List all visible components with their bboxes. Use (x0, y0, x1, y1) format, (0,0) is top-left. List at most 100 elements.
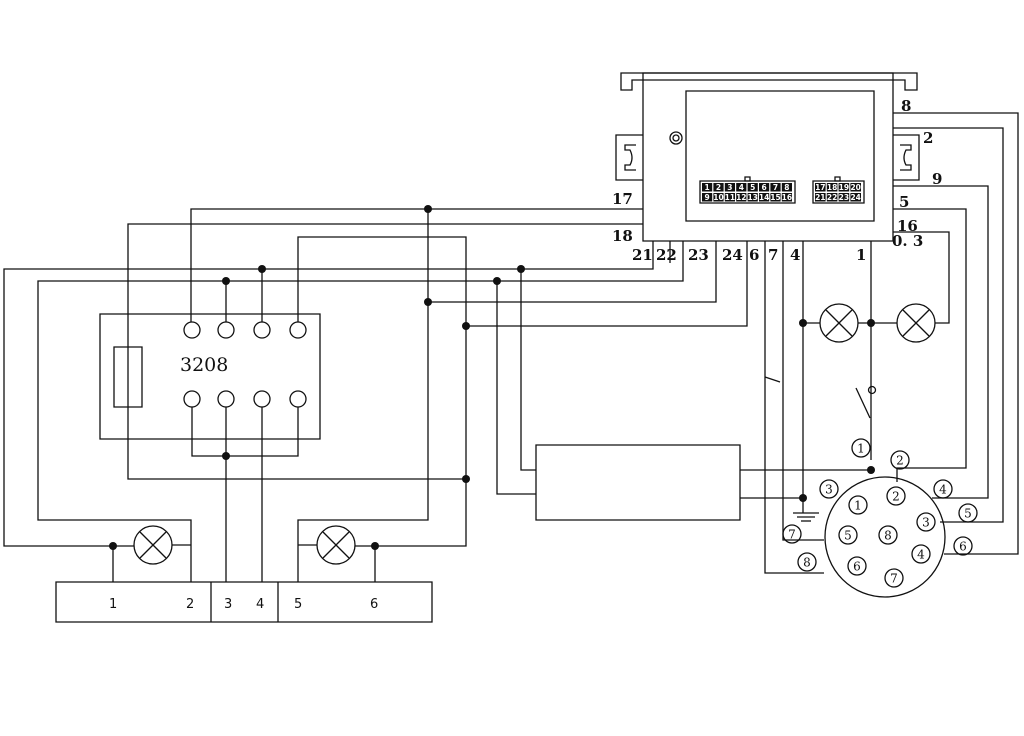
connector-b-cell-17 (815, 183, 826, 192)
connector-b-pin-21: 21 (815, 193, 825, 202)
connector-b-pin-24: 24 (850, 193, 860, 202)
junction-11 (371, 542, 379, 550)
connector-b-cell-18 (826, 183, 838, 192)
ecu-mount-hole-icon (670, 132, 682, 144)
socket-outer-3: 3 (825, 482, 833, 496)
relay-label: 3208 (180, 354, 228, 376)
connector-a-cell-10 (713, 193, 724, 202)
connector-a-pin-5: 5 (750, 183, 755, 192)
junction-15 (799, 494, 807, 502)
socket-outer-1: 1 (857, 441, 865, 455)
ecu-right-bracket (893, 135, 919, 180)
socket-inner-8: 7 (890, 571, 898, 585)
socket-outer-6: 6 (959, 539, 967, 553)
ecu-inner-panel (686, 91, 874, 221)
socket-outer-8: 8 (803, 555, 811, 569)
junction-6 (424, 298, 432, 306)
relay-pin-top-4 (290, 322, 306, 338)
ecu-terminal-1: 1 (856, 246, 866, 264)
terminal-label-5: 5 (294, 597, 302, 612)
connector-a-key (745, 177, 750, 181)
ecu-terminal-6: 6 (749, 246, 759, 264)
switch-lever (856, 388, 870, 418)
connector-a-cell-13 (747, 193, 758, 202)
wire-ecu-17 (191, 209, 643, 322)
junction-10 (109, 542, 117, 550)
socket-outer-4: 4 (939, 482, 947, 496)
wire-relay-bottom-bus (192, 407, 298, 456)
junction-13 (867, 319, 875, 327)
terminal-label-3: 3 (224, 597, 232, 612)
socket-outer-6-ring (954, 537, 972, 555)
socket-outer-1-ring (852, 439, 870, 457)
socket-outer-3-ring (820, 480, 838, 498)
terminal-label-1: 1 (109, 597, 117, 612)
connector-a-cell-4 (736, 183, 747, 192)
socket-outer-2: 2 (896, 453, 904, 467)
ecu-left-clip-icon (625, 145, 636, 170)
connector-a-pin-1: 1 (704, 183, 709, 192)
socket-inner-5: 8 (884, 528, 892, 542)
junction-2 (258, 265, 266, 273)
socket-inner-7: 6 (853, 559, 861, 573)
relay-pin-top-2 (218, 322, 234, 338)
socket-inner-7-ring (848, 557, 866, 575)
socket-inner-2: 2 (892, 489, 900, 503)
connector-a-pin-15: 15 (770, 193, 780, 202)
connector-a-cell-9 (702, 193, 713, 202)
ecu-terminal-7: 7 (768, 246, 778, 264)
ecu-terminal-9: 9 (932, 170, 942, 188)
ecu-terminal-24: 24 (722, 246, 743, 264)
connector-a-cell-7 (770, 183, 781, 192)
wire-ecu-18 (128, 224, 643, 479)
lamp-upper-right-icon (897, 304, 935, 342)
wire-module-a (521, 269, 536, 470)
terminal-label-2: 2 (186, 597, 194, 612)
wire-lamp-ur-right (893, 232, 949, 323)
connector-a-pin-14: 14 (759, 193, 769, 202)
connector-b-cell-21 (815, 193, 826, 202)
ecu-left-bracket (616, 135, 643, 180)
junction-8 (222, 452, 230, 460)
socket-outer-5: 5 (964, 506, 972, 520)
relay-pin-bottom-2 (218, 391, 234, 407)
connector-a-cell-14 (759, 193, 770, 202)
relay-pin-top-1 (184, 322, 200, 338)
socket-inner-4-ring (839, 526, 857, 544)
lamp-left-icon (134, 526, 172, 564)
connector-a-cell-8 (781, 183, 792, 192)
terminal-strip-body (56, 582, 432, 622)
connector-a-pin-9: 9 (704, 193, 709, 202)
lamp-ur-cross-b (903, 310, 929, 336)
connector-b-cell-23 (838, 193, 850, 202)
ecu-terminal-21: 21 (632, 246, 653, 264)
wire-module-b (497, 281, 536, 494)
junction-12 (799, 319, 807, 327)
switch-icon (856, 387, 876, 419)
wire-bus-428 (298, 209, 428, 582)
connector-a-pin-6: 6 (761, 183, 766, 192)
connector-a-cell-12 (736, 193, 747, 202)
ecu-terminal-4: 4 (790, 246, 800, 264)
junction-1 (424, 205, 432, 213)
connector-a-cell-11 (724, 193, 735, 202)
socket-inner-5-ring (879, 526, 897, 544)
junctions (109, 205, 875, 550)
socket-inner-3-ring (917, 513, 935, 531)
connector-b-pin-23: 23 (839, 193, 849, 202)
wire-relay-pin4 (298, 237, 466, 546)
terminal-label-6: 6 (370, 597, 378, 612)
connector-b-pin-19: 19 (839, 183, 849, 192)
lamp-right-cross-b (323, 532, 349, 558)
wire-ecu-7 (765, 241, 824, 573)
connector-a-pin-10: 10 (713, 193, 723, 202)
junction-7 (462, 322, 470, 330)
socket-inner-3: 3 (922, 515, 930, 529)
connector-a-pin-16: 16 (782, 193, 792, 202)
wire-break-mark (765, 377, 780, 382)
socket-inner-6-ring (912, 545, 930, 563)
wire-ecu-9 (893, 186, 988, 498)
